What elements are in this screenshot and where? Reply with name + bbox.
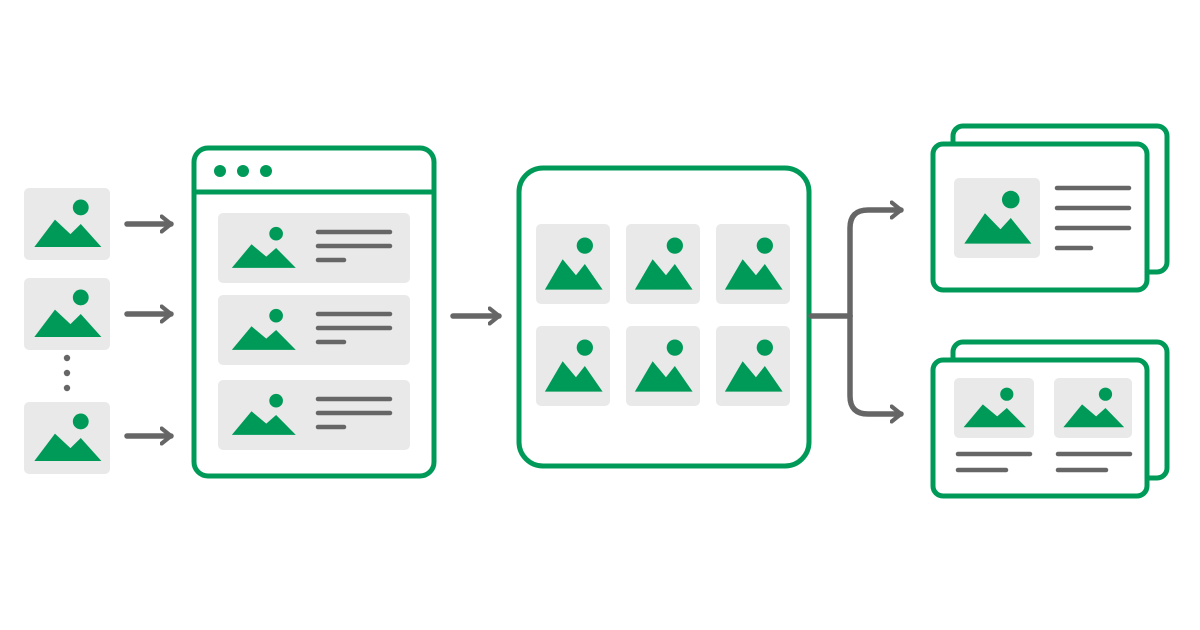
sun-shape: [72, 413, 89, 430]
sun-shape: [269, 308, 283, 323]
grid-image-icon-2: [626, 224, 700, 304]
text-lines-icon: [315, 311, 393, 345]
ellipsis-icon: [63, 354, 71, 392]
sun-shape: [1098, 387, 1113, 401]
mountain-shape: [634, 361, 693, 392]
output-image-icon: [954, 178, 1040, 258]
text-lines-icon: [315, 229, 393, 263]
grid-image-icon-4: [536, 326, 610, 406]
sun-shape: [1001, 190, 1020, 209]
image-tile-background: [536, 326, 610, 406]
input-image-icon-1: [24, 188, 110, 260]
mountain-shape: [34, 309, 102, 338]
grid-image-icon-3: [716, 224, 790, 304]
image-tile-background: [716, 224, 790, 304]
mountain-shape: [231, 411, 296, 435]
sun-shape: [666, 339, 683, 356]
input-image-icon-3: [24, 402, 110, 474]
mountain-shape: [724, 259, 783, 290]
image-tile-background: [1054, 378, 1132, 438]
sun-shape: [756, 339, 773, 356]
image-tile-background: [24, 278, 110, 350]
grid-panel-frame: [516, 165, 812, 469]
text-lines-icon: [1054, 185, 1132, 251]
mountain-shape: [634, 259, 693, 290]
sun-shape: [1000, 387, 1014, 401]
image-tile-background: [24, 402, 110, 474]
image-tile-background: [626, 326, 700, 406]
ellipsis-dot: [63, 384, 71, 392]
mountain-shape: [231, 326, 296, 350]
mountain-shape: [544, 361, 603, 392]
sun-shape: [72, 289, 89, 306]
branch-connector: [808, 210, 904, 414]
sun-shape: [269, 393, 283, 408]
image-tile-background: [626, 224, 700, 304]
sun-shape: [576, 237, 593, 254]
arrow-right-icon: [847, 313, 904, 414]
output-image-icon: [954, 378, 1034, 438]
mountain-shape: [544, 259, 603, 290]
window-controls-icon: [214, 165, 272, 177]
mountain-shape: [34, 433, 102, 462]
mountain-shape: [724, 361, 783, 392]
window-control-dot: [237, 165, 249, 177]
window-control-dot: [214, 165, 226, 177]
image-icon: [231, 393, 296, 435]
image-tile-background: [24, 188, 110, 260]
mountain-shape: [1063, 404, 1125, 428]
caption-lines-icon: [955, 451, 1033, 473]
image-icon: [231, 308, 296, 350]
sun-shape: [269, 226, 283, 241]
image-tile-background: [716, 326, 790, 406]
image-tile-background: [536, 224, 610, 304]
ellipsis-dot: [63, 354, 71, 362]
mountain-shape: [964, 213, 1032, 244]
sun-shape: [666, 237, 683, 254]
arrow-right-icon: [847, 210, 904, 319]
image-tile-background: [954, 378, 1034, 438]
output-image-icon: [1054, 378, 1132, 438]
caption-lines-icon: [1055, 451, 1133, 473]
browser-window: [191, 145, 437, 479]
sun-shape: [576, 339, 593, 356]
image-tile-background: [954, 178, 1040, 258]
input-image-icon-2: [24, 278, 110, 350]
grid-image-icon-5: [626, 326, 700, 406]
mountain-shape: [34, 219, 102, 248]
mountain-shape: [963, 404, 1026, 428]
mountain-shape: [231, 244, 296, 268]
window-control-dot: [260, 165, 272, 177]
sun-shape: [72, 199, 89, 216]
text-lines-icon: [315, 396, 393, 430]
sun-shape: [756, 237, 773, 254]
image-grid-panel: [516, 165, 812, 469]
grid-image-icon-1: [536, 224, 610, 304]
grid-image-icon-6: [716, 326, 790, 406]
image-icon: [231, 226, 296, 268]
ellipsis-dot: [63, 369, 71, 377]
